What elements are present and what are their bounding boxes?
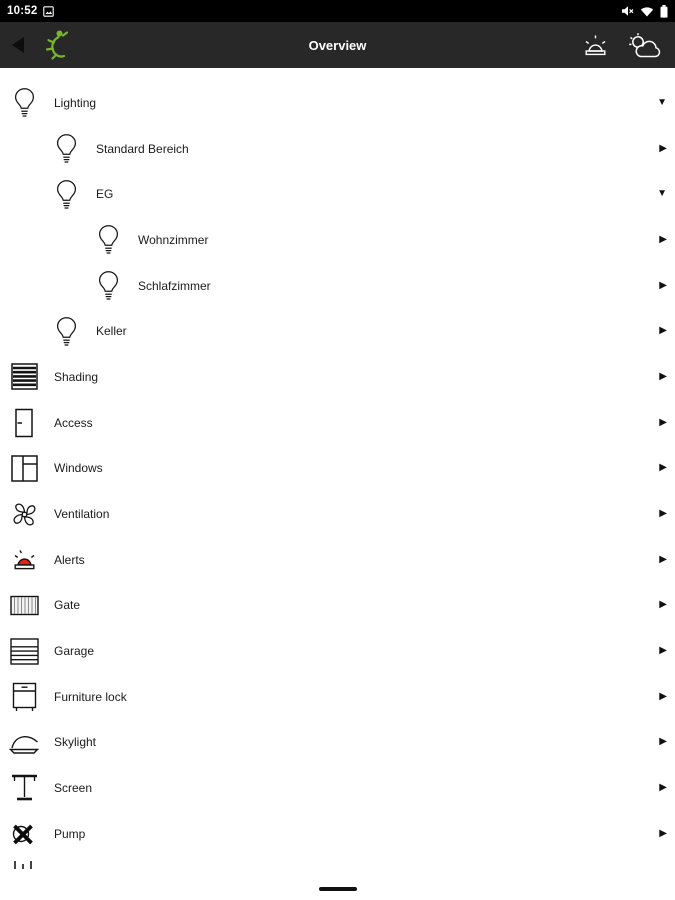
cabinet-icon: [5, 682, 43, 712]
lightbulb-icon: [47, 133, 85, 164]
chevron-right-icon[interactable]: ▶: [659, 782, 667, 794]
alarm-siren-button[interactable]: [582, 32, 609, 59]
chevron-right-icon[interactable]: ▶: [659, 553, 667, 565]
device-tree: Lighting ▼ Standard Bereich ▶ EG ▼: [0, 68, 675, 871]
page-title: Overview: [308, 37, 367, 53]
lightbulb-icon: [89, 270, 127, 301]
chevron-right-icon[interactable]: ▶: [659, 325, 667, 337]
tree-row-label: Pump: [54, 826, 86, 841]
chevron-right-icon[interactable]: ▶: [659, 690, 667, 702]
tree-row-wohnzimmer[interactable]: Wohnzimmer ▶: [0, 217, 675, 263]
tree-row-label: Alerts: [54, 552, 85, 567]
tree-row-label: Keller: [96, 324, 127, 339]
tree-row-label: Ventilation: [54, 507, 110, 522]
window-icon: [5, 455, 43, 482]
tree-row-label: Screen: [54, 781, 93, 796]
chevron-right-icon[interactable]: ▶: [659, 370, 667, 382]
chevron-down-icon[interactable]: ▼: [657, 188, 667, 200]
lightbulb-icon: [47, 179, 85, 210]
chevron-right-icon[interactable]: ▶: [659, 508, 667, 520]
partial-next-row-icon: [0, 857, 675, 871]
tree-row-label: Access: [54, 415, 93, 430]
tree-row-keller[interactable]: Keller ▶: [0, 308, 675, 355]
chevron-right-icon[interactable]: ▶: [659, 142, 667, 154]
blinds-icon: [5, 363, 43, 391]
tree-row-schlafzimmer[interactable]: Schlafzimmer ▶: [0, 262, 675, 309]
tree-row-access[interactable]: Access ▶: [0, 399, 675, 446]
chevron-right-icon[interactable]: ▶: [659, 416, 667, 428]
clock-text: 10:52: [7, 5, 38, 17]
chevron-down-icon[interactable]: ▼: [657, 96, 667, 108]
chevron-right-icon[interactable]: ▶: [659, 736, 667, 748]
tree-row-ventilation[interactable]: Ventilation ▶: [0, 491, 675, 537]
gate-icon: [5, 592, 43, 619]
tree-row-label: Windows: [54, 461, 103, 476]
status-bar: 10:52: [0, 0, 675, 22]
gecko-logo-icon[interactable]: [40, 27, 70, 63]
screen-blind-icon: [5, 773, 43, 803]
tree-row-label: Skylight: [54, 735, 97, 750]
chevron-right-icon[interactable]: ▶: [659, 599, 667, 611]
tree-row-alerts[interactable]: Alerts ▶: [0, 536, 675, 583]
tree-row-label: Lighting: [54, 95, 97, 110]
wifi-icon: [640, 6, 654, 17]
siren-icon: [5, 546, 43, 573]
home-gesture-pill[interactable]: [318, 886, 357, 891]
tree-row-label: Shading: [54, 369, 99, 384]
tree-row-furniture-lock[interactable]: Furniture lock ▶: [0, 673, 675, 720]
tree-row-screen[interactable]: Screen ▶: [0, 765, 675, 811]
chevron-right-icon[interactable]: ▶: [659, 827, 667, 839]
fan-icon: [5, 500, 43, 529]
chevron-right-icon[interactable]: ▶: [659, 279, 667, 291]
app-bar: Overview: [0, 22, 675, 68]
tree-row-label: Wohnzimmer: [138, 232, 209, 247]
tree-row-garage[interactable]: Garage ▶: [0, 628, 675, 674]
garage-door-icon: [5, 637, 43, 665]
lightbulb-icon: [89, 224, 127, 255]
door-icon: [5, 408, 43, 438]
tree-row-label: Schlafzimmer: [138, 278, 211, 293]
screenshot-image-icon: [43, 5, 55, 17]
tree-row-label: Standard Bereich: [96, 141, 189, 156]
lightbulb-icon: [47, 316, 85, 347]
weather-button[interactable]: [627, 32, 663, 59]
battery-icon: [660, 4, 668, 18]
tree-row-label: Garage: [54, 644, 95, 659]
tree-row-eg[interactable]: EG ▼: [0, 171, 675, 218]
tree-row-gate[interactable]: Gate ▶: [0, 582, 675, 629]
skylight-hatch-icon: [5, 729, 43, 755]
tree-row-standard-bereich[interactable]: Standard Bereich ▶: [0, 125, 675, 172]
chevron-right-icon[interactable]: ▶: [659, 462, 667, 474]
tree-row-windows[interactable]: Windows ▶: [0, 445, 675, 492]
volume-muted-icon: [621, 5, 634, 17]
pump-icon: [5, 820, 43, 847]
tree-row-pump[interactable]: Pump ▶: [0, 811, 675, 857]
chevron-right-icon[interactable]: ▶: [659, 645, 667, 657]
chevron-right-icon[interactable]: ▶: [659, 233, 667, 245]
tree-row-label: EG: [96, 187, 114, 202]
tree-row-label: Furniture lock: [54, 689, 127, 704]
tree-row-shading[interactable]: Shading ▶: [0, 354, 675, 400]
back-button[interactable]: [12, 37, 24, 53]
tree-row-label: Gate: [54, 598, 81, 613]
tree-row-lighting[interactable]: Lighting ▼: [0, 80, 675, 126]
lightbulb-icon: [5, 87, 43, 118]
tree-row-skylight[interactable]: Skylight ▶: [0, 719, 675, 766]
